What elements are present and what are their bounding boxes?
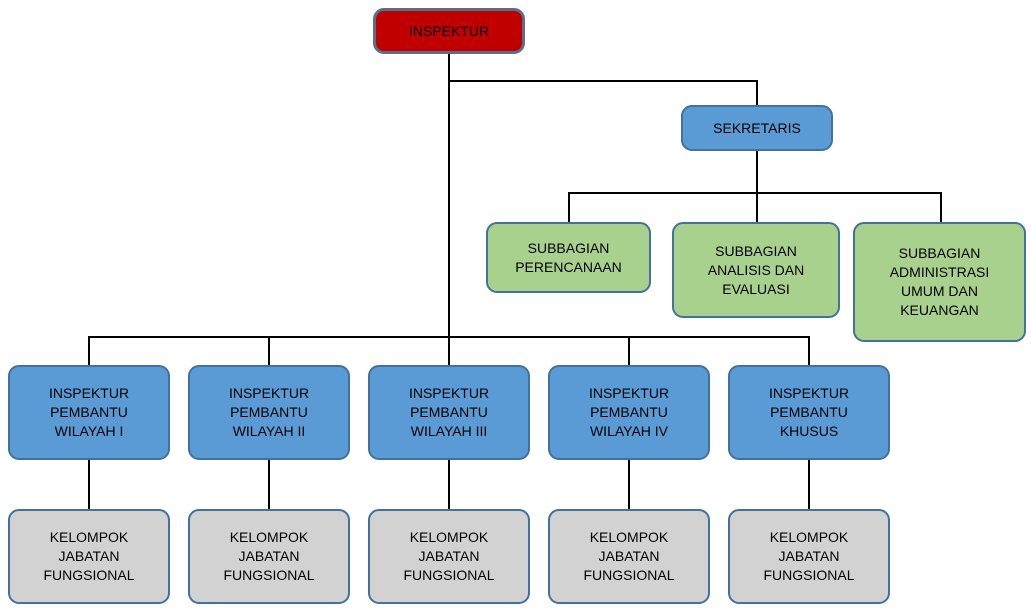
node-kelompok-jabatan-fungsional-1: KELOMPOK JABATAN FUNGSIONAL [8, 509, 170, 604]
node-kelompok-jabatan-fungsional-4: KELOMPOK JABATAN FUNGSIONAL [548, 509, 710, 604]
connector-irban1-drop [88, 336, 90, 367]
connector-inspektur-sekretaris-h [448, 80, 758, 82]
node-inspektur-pembantu-wilayah-2: INSPEKTUR PEMBANTU WILAYAH II [188, 365, 350, 460]
node-inspektur-pembantu-khusus: INSPEKTUR PEMBANTU KHUSUS [728, 365, 890, 460]
node-inspektur: INSPEKTUR [373, 8, 525, 54]
node-subbagian-analisis-dan-evaluasi: SUBBAGIAN ANALISIS DAN EVALUASI [672, 222, 840, 318]
node-inspektur-pembantu-wilayah-4: INSPEKTUR PEMBANTU WILAYAH IV [548, 365, 710, 460]
connector-kelompok2-drop [268, 459, 270, 510]
node-inspektur-pembantu-wilayah-3: INSPEKTUR PEMBANTU WILAYAH III [368, 365, 530, 460]
node-kelompok-jabatan-fungsional-5: KELOMPOK JABATAN FUNGSIONAL [728, 509, 890, 604]
node-sekretaris: SEKRETARIS [681, 105, 833, 151]
connector-inspektur-trunk [448, 52, 450, 337]
connector-irban5-drop [808, 336, 810, 367]
connector-irban4-drop [628, 336, 630, 367]
node-subbagian-perencanaan: SUBBAGIAN PERENCANAAN [486, 222, 651, 293]
connector-subbagian-perencanaan-drop [568, 192, 570, 224]
node-inspektur-pembantu-wilayah-1: INSPEKTUR PEMBANTU WILAYAH I [8, 365, 170, 460]
connector-sekretaris-down [756, 150, 758, 224]
connector-irban3-drop [448, 336, 450, 367]
connector-kelompok1-drop [88, 459, 90, 510]
connector-kelompok5-drop [808, 459, 810, 510]
connector-subbagian-administrasi-drop [940, 192, 942, 224]
connector-sekretaris-top [756, 80, 758, 107]
node-subbagian-administrasi-umum-dan-keuangan: SUBBAGIAN ADMINISTRASI UMUM DAN KEUANGAN [853, 222, 1026, 342]
connector-kelompok4-drop [628, 459, 630, 510]
connector-kelompok3-drop [448, 459, 450, 510]
node-kelompok-jabatan-fungsional-3: KELOMPOK JABATAN FUNGSIONAL [368, 509, 530, 604]
connector-irban2-drop [268, 336, 270, 367]
connector-subbagian-bar [568, 192, 942, 194]
node-kelompok-jabatan-fungsional-2: KELOMPOK JABATAN FUNGSIONAL [188, 509, 350, 604]
